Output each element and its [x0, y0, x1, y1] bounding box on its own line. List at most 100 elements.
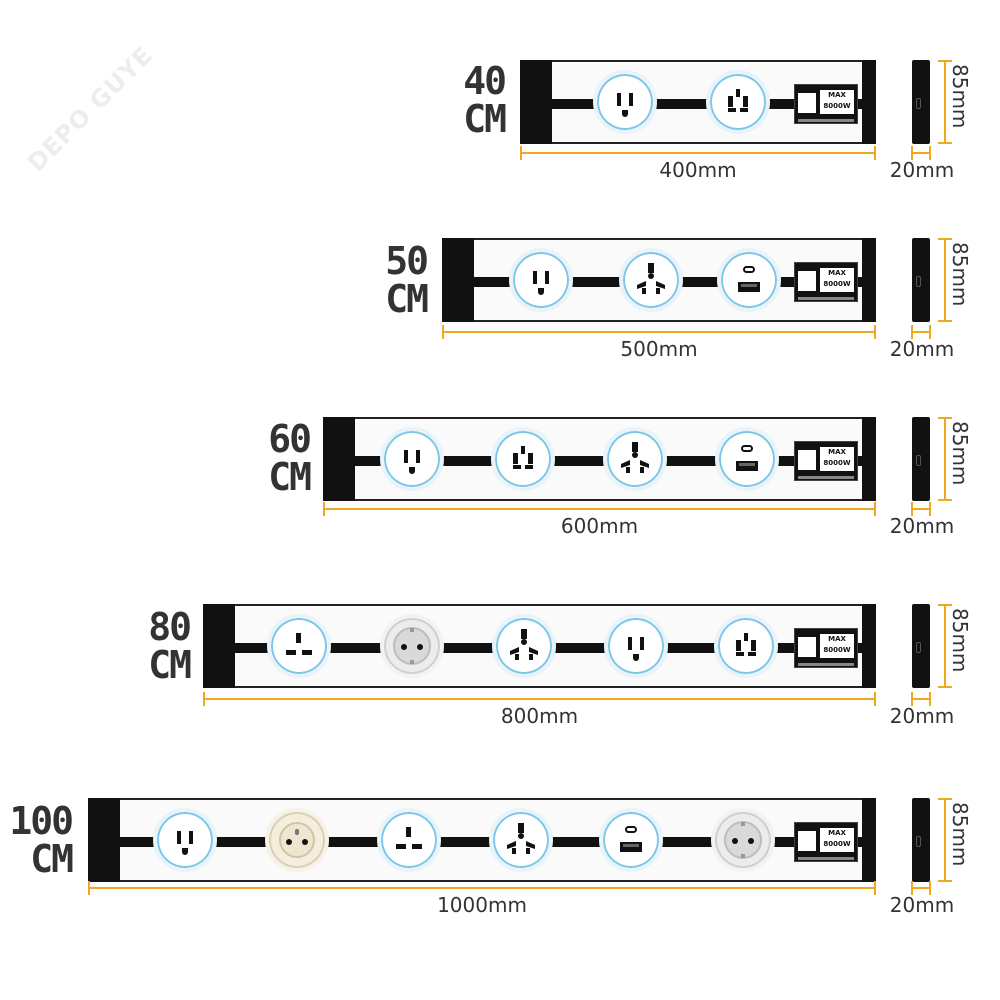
height-dimension-line: [938, 604, 952, 688]
size-number: 60: [268, 417, 312, 461]
max-label: MAX: [828, 269, 846, 277]
socket-universal[interactable]: [603, 427, 667, 491]
plug-icon: [724, 821, 762, 859]
max-label: MAX: [828, 829, 846, 837]
length-label: 800mm: [500, 704, 579, 728]
socket-us[interactable]: [153, 808, 217, 872]
socket-fr[interactable]: [265, 808, 329, 872]
power-value: 8000W: [823, 280, 851, 288]
socket-us[interactable]: [604, 614, 668, 678]
size-unit: CM: [148, 643, 192, 687]
length-label: 400mm: [659, 158, 737, 182]
socket-us-multi[interactable]: [706, 70, 770, 134]
usb-module[interactable]: [715, 427, 779, 491]
socket-eu-schuko[interactable]: [711, 808, 775, 872]
size-number: 40: [463, 59, 507, 103]
width-dimension-line: [911, 881, 931, 895]
height-dimension-line: [938, 798, 952, 882]
width-label: 20mm: [889, 514, 955, 538]
width-label: 20mm: [889, 704, 955, 728]
length-label: 600mm: [560, 514, 639, 538]
height-dimension-line: [938, 238, 952, 322]
socket-us-multi[interactable]: [714, 614, 778, 678]
size-unit: CM: [268, 455, 312, 499]
max-power-label: MAX 8000W: [820, 90, 854, 114]
max-label: MAX: [828, 448, 846, 456]
end-cap: [520, 60, 552, 144]
usb-icon: [736, 445, 758, 471]
usb-module[interactable]: [599, 808, 663, 872]
socket-us[interactable]: [380, 427, 444, 491]
socket-eu-schuko[interactable]: [380, 614, 444, 678]
socket-us-multi[interactable]: [491, 427, 555, 491]
length-dimension-line: [323, 502, 876, 516]
socket-us[interactable]: [509, 248, 573, 312]
plug-icon: [628, 637, 644, 661]
socket-uk[interactable]: [377, 808, 441, 872]
plug-icon: [510, 629, 538, 660]
plug-icon: [736, 633, 756, 656]
width-label: 20mm: [889, 337, 955, 361]
plug-icon: [393, 627, 431, 665]
plug-icon: [286, 633, 312, 655]
socket-universal[interactable]: [489, 808, 553, 872]
panel-footer: [798, 663, 854, 666]
plug-icon: [404, 450, 420, 474]
side-profile: [912, 798, 930, 882]
plug-icon: [507, 823, 535, 854]
size-unit: CM: [30, 837, 74, 881]
size-unit: CM: [463, 97, 507, 141]
power-value: 8000W: [823, 102, 851, 110]
breaker-icon: [798, 637, 816, 657]
end-cap: [323, 417, 355, 501]
power-value: 8000W: [823, 646, 851, 654]
socket-universal[interactable]: [492, 614, 556, 678]
socket-us[interactable]: [593, 70, 657, 134]
overload-protection-panel: MAX 8000W: [794, 262, 858, 302]
height-label: 85mm: [948, 242, 972, 307]
end-cap: [862, 417, 876, 501]
overload-protection-panel: MAX 8000W: [794, 84, 858, 124]
height-dimension-line: [938, 60, 952, 144]
end-cap: [862, 238, 876, 322]
height-dimension-line: [938, 417, 952, 501]
usb-icon: [620, 826, 642, 852]
length-dimension-line: [88, 881, 876, 895]
height-label: 85mm: [948, 802, 972, 867]
panel-footer: [798, 297, 854, 300]
power-strip: MAX 8000W: [520, 60, 876, 144]
plug-icon: [637, 263, 665, 294]
length-dimension-line: [442, 325, 876, 339]
breaker-icon: [798, 93, 816, 113]
size-number: 80: [148, 605, 192, 649]
max-label: MAX: [828, 91, 846, 99]
length-label: 500mm: [620, 337, 698, 361]
socket-universal[interactable]: [619, 248, 683, 312]
usb-module[interactable]: [717, 248, 781, 312]
height-label: 85mm: [948, 421, 972, 486]
panel-footer: [798, 476, 854, 479]
size-number: 100: [9, 799, 74, 843]
end-cap: [88, 798, 120, 882]
width-label: 20mm: [889, 893, 955, 917]
socket-uk[interactable]: [267, 614, 331, 678]
height-label: 85mm: [948, 64, 972, 129]
plug-icon: [533, 271, 549, 295]
length-dimension-line: [203, 692, 876, 706]
plug-icon: [617, 93, 633, 117]
end-cap: [862, 798, 876, 882]
plug-icon: [728, 89, 748, 112]
plug-icon: [513, 446, 533, 469]
